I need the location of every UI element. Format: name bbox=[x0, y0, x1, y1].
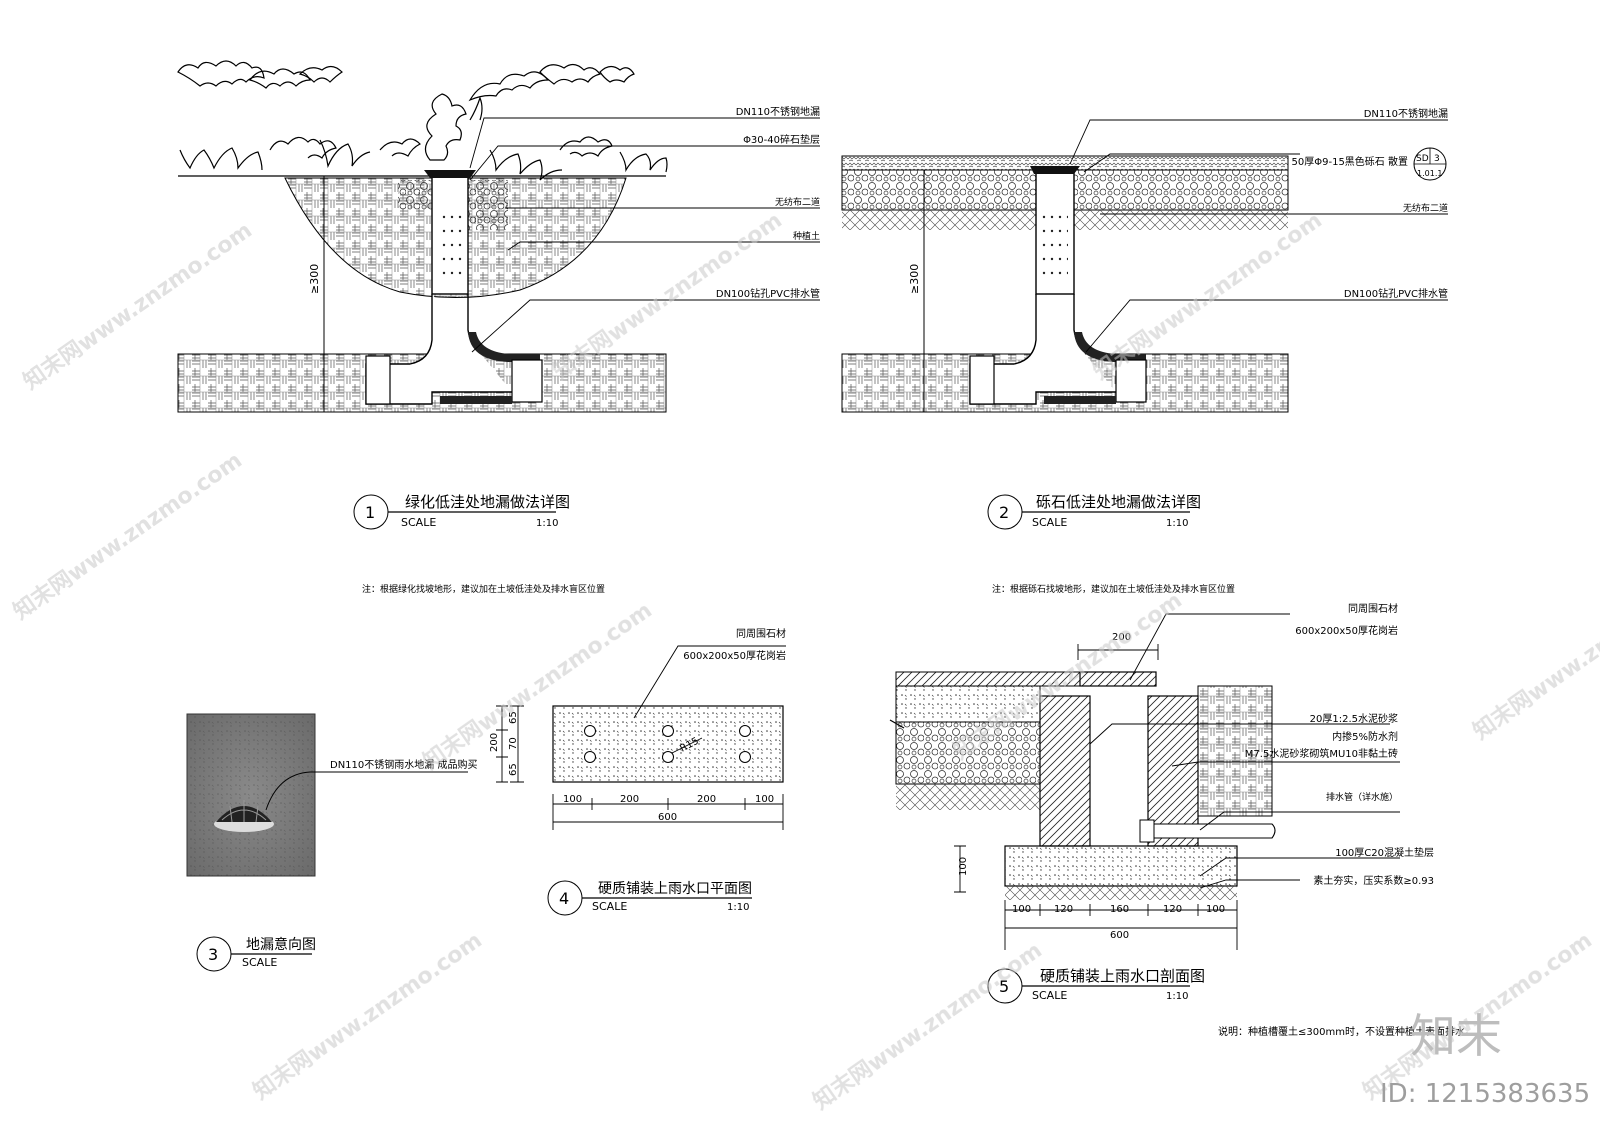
detail-2-scale-label: SCALE bbox=[1032, 516, 1067, 529]
pipe-perforation-1 bbox=[438, 212, 462, 280]
watermark-10: 知末网www.znzmo.com bbox=[1469, 567, 1600, 745]
label-5-2: 20厚1:2.5水泥砂浆 bbox=[1310, 712, 1398, 725]
detail-1-number: 1 bbox=[365, 503, 375, 522]
ref-top: SD bbox=[1416, 154, 1429, 164]
detail-5-scale: 1:10 bbox=[1166, 991, 1188, 1002]
granite-cap bbox=[1079, 671, 1157, 687]
detail-4-number: 4 bbox=[559, 889, 569, 908]
detail-3-title-block bbox=[196, 936, 312, 972]
detail-3-number: 3 bbox=[208, 945, 218, 964]
label-1-4: DN100钻孔PVC排水管 bbox=[716, 287, 820, 300]
detail-5-title: 硬质铺装上雨水口剖面图 bbox=[1040, 967, 1205, 985]
dim-line-1 bbox=[318, 175, 330, 413]
label-4-0: 同周围石材 bbox=[736, 627, 786, 640]
brand-logo: 知末 bbox=[1410, 1009, 1502, 1063]
dim-h-5-4: 100 bbox=[1206, 904, 1225, 915]
label-1-0: DN110不锈钢地漏 bbox=[736, 105, 820, 118]
detail-2-number: 2 bbox=[999, 503, 1009, 522]
detail-5-scale-label: SCALE bbox=[1032, 989, 1067, 1002]
drain-photo bbox=[186, 713, 316, 877]
dim-total-4: 600 bbox=[658, 812, 677, 823]
label-5-7: 素土夯实，压实系数≥0.93 bbox=[1313, 874, 1434, 887]
label-2-3: DN100钻孔PVC排水管 bbox=[1344, 287, 1448, 300]
ref-bottom: 1.01.1 bbox=[1417, 169, 1442, 178]
label-5-3: 内掺5%防水剂 bbox=[1332, 730, 1398, 743]
dim-v-4-1: 65 bbox=[508, 711, 519, 724]
label-2-1: 50厚Φ9-15黑色砾石 散置 bbox=[1292, 155, 1408, 168]
leader-3 bbox=[265, 771, 468, 811]
label-1-2: 无纺布二道 bbox=[775, 196, 820, 208]
brick-wall-left bbox=[1039, 695, 1091, 847]
dim-h-4-3: 100 bbox=[755, 794, 774, 805]
detail-2-title-block bbox=[987, 494, 1190, 530]
dim-text-2: ≥300 bbox=[908, 264, 921, 294]
drain-cap-1 bbox=[424, 170, 476, 178]
detail-3-scale-label: SCALE bbox=[242, 956, 277, 969]
watermarks: 知末网www.znzmo.com 知末网www.znzmo.com 知末网www… bbox=[9, 207, 1600, 1115]
label-3: DN110不锈钢雨水地漏 成品购买 bbox=[330, 758, 477, 771]
detail-3-title: 地漏意向图 bbox=[246, 936, 316, 953]
footer-note: 说明：种植槽覆土≤300mm时，不设置种植土表面排水。 bbox=[1218, 1025, 1475, 1038]
label-5-0: 同周围石材 bbox=[1348, 602, 1398, 615]
label-2-0: DN110不锈钢地漏 bbox=[1364, 107, 1448, 120]
detail-1-scale-label: SCALE bbox=[401, 516, 436, 529]
dim-h-5-0: 100 bbox=[1012, 904, 1031, 915]
dim-total-5: 600 bbox=[1110, 930, 1129, 941]
plant-foliage bbox=[177, 60, 668, 181]
dim-h-4-0: 100 bbox=[563, 794, 582, 805]
detail-1-drawing bbox=[177, 60, 820, 413]
dim-h-5-3: 120 bbox=[1163, 904, 1182, 915]
dim-v-4-2: 70 bbox=[508, 737, 519, 750]
brick-wall-right bbox=[1147, 695, 1199, 847]
watermark-2: 知末网www.znzmo.com bbox=[9, 447, 247, 625]
leaders-1 bbox=[469, 117, 820, 353]
detail-1-title: 绿化低洼处地漏做法详图 bbox=[405, 493, 570, 511]
id-text: ID: 1215383635 bbox=[1380, 1079, 1590, 1109]
label-5-6: 100厚C20混凝土垫层 bbox=[1335, 846, 1434, 859]
detail-2-scale: 1:10 bbox=[1166, 518, 1188, 529]
label-1-1: Φ30-40碎石垫层 bbox=[743, 133, 820, 146]
label-1-3: 种植土 bbox=[793, 230, 820, 242]
label-5-5: 排水管（详水施） bbox=[1326, 791, 1398, 803]
dim-left-5: 100 bbox=[958, 857, 969, 876]
detail-2-note: 注：根据砾石找坡地形，建议加在土坡低洼处及排水盲区位置 bbox=[992, 583, 1235, 595]
dim-text-1: ≥300 bbox=[308, 264, 321, 294]
detail-4-drawing bbox=[496, 645, 786, 830]
label-5-1: 600x200x50厚花岗岩 bbox=[1295, 624, 1398, 637]
dim-v-4-0: 200 bbox=[489, 733, 500, 752]
ref-num: 3 bbox=[1434, 154, 1440, 164]
detail-5-drawing bbox=[889, 613, 1400, 950]
detail-4-title: 硬质铺装上雨水口平面图 bbox=[598, 881, 752, 897]
dim-v-4-3: 65 bbox=[508, 763, 519, 776]
label-5-4: M7.5水泥砂浆砌筑MU10非黏土砖 bbox=[1245, 747, 1398, 760]
detail-2-drawing bbox=[841, 119, 1448, 413]
leaders-2 bbox=[1069, 119, 1448, 353]
gravel-layer-1a bbox=[398, 180, 432, 210]
detail-1-note: 注：根据绿化找坡地形，建议加在土坡低洼处及排水盲区位置 bbox=[362, 583, 605, 595]
detail-2-title: 砾石低洼处地漏做法详图 bbox=[1036, 493, 1201, 511]
label-4-1: 600x200x50厚花岗岩 bbox=[683, 649, 786, 662]
dim-h-4-2: 200 bbox=[697, 794, 716, 805]
drain-cap-2 bbox=[1030, 166, 1080, 174]
watermark-8: 知末网www.znzmo.com bbox=[809, 937, 1047, 1115]
dim-line-2 bbox=[918, 169, 930, 413]
dim-h-4-1: 200 bbox=[620, 794, 639, 805]
detail-5-title-block bbox=[987, 968, 1190, 1004]
detail-4-title-block bbox=[547, 880, 752, 916]
granite-slab-plan bbox=[552, 705, 784, 783]
detail-4-scale: 1:10 bbox=[727, 902, 749, 913]
concrete-base bbox=[1004, 845, 1238, 887]
detail-1-title-block bbox=[353, 494, 556, 530]
detail-1-scale: 1:10 bbox=[536, 518, 558, 529]
detail-4-scale-label: SCALE bbox=[592, 900, 627, 913]
dim-h-5-1: 120 bbox=[1054, 904, 1073, 915]
label-2-2: 无纺布二道 bbox=[1403, 202, 1448, 214]
gravel-layer-1b bbox=[468, 180, 508, 230]
dim-top-5: 200 bbox=[1112, 632, 1131, 643]
detail-5-number: 5 bbox=[999, 977, 1009, 996]
dim-h-5-2: 160 bbox=[1110, 904, 1129, 915]
